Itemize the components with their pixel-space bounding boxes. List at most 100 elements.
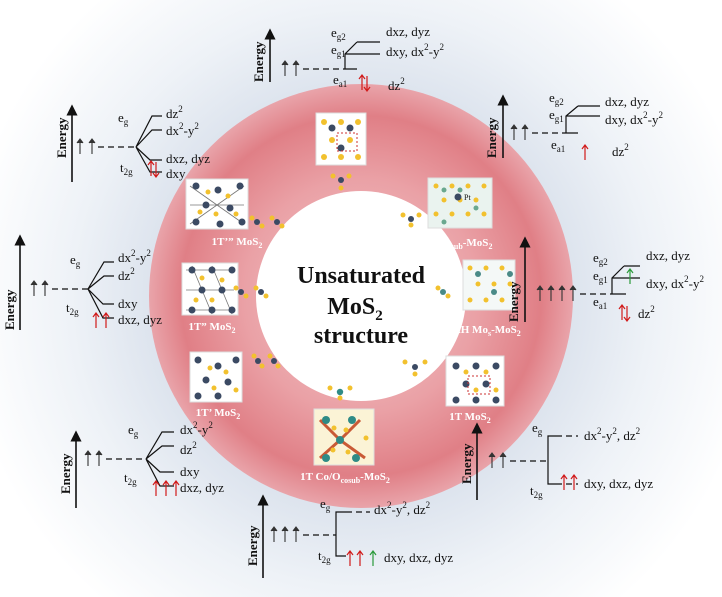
l1c-br: , dz bbox=[617, 428, 636, 443]
svg-text:1T’” MoS2: 1T’” MoS2 bbox=[212, 236, 263, 250]
energy-label-b: Energy bbox=[245, 525, 260, 566]
svg-text:eg2: eg2 bbox=[331, 25, 346, 42]
l2sup-tr: 2 bbox=[643, 110, 648, 120]
eg2-r: e bbox=[593, 250, 599, 265]
structure-1t bbox=[402, 355, 505, 407]
l2b-top: -y bbox=[429, 44, 440, 59]
eg-tl: e bbox=[118, 110, 124, 125]
l1-br: dx bbox=[584, 428, 598, 443]
structure-1tppp bbox=[185, 178, 285, 230]
ea1-r-sub: a1 bbox=[599, 301, 608, 311]
svg-text:dz2: dz2 bbox=[612, 142, 629, 159]
t2g-bl: t bbox=[124, 470, 128, 485]
l3-r: dz bbox=[638, 306, 651, 321]
l3sup-top: 2 bbox=[400, 76, 405, 86]
svg-text:MoS2: MoS2 bbox=[327, 294, 383, 324]
svg-text:eg: eg bbox=[320, 496, 331, 513]
svg-text:1T Co/Ocosub-MoS2: 1T Co/Ocosub-MoS2 bbox=[300, 471, 390, 485]
center-line2-sub: 2 bbox=[375, 308, 383, 324]
svg-text:eg: eg bbox=[70, 252, 81, 269]
eg1-tr-sub: g1 bbox=[555, 114, 564, 124]
label-1t-co-sub2: 2 bbox=[386, 476, 390, 485]
l1sup-br: 2 bbox=[597, 426, 602, 436]
svg-text:1T” MoS2: 1T” MoS2 bbox=[188, 321, 235, 335]
center-line3: structure bbox=[314, 323, 409, 349]
l1b-l: -y bbox=[136, 250, 147, 265]
l2bsup-tr: 2 bbox=[659, 110, 664, 120]
structure-1tp bbox=[189, 351, 281, 403]
l2sup-top: 2 bbox=[424, 42, 429, 52]
arrows-black-l bbox=[30, 280, 49, 296]
pt-atom-label: Pt bbox=[464, 193, 471, 202]
arrows-red-b bbox=[346, 550, 364, 566]
l2b-tl: -y bbox=[184, 123, 195, 138]
l3-bl: dxy bbox=[180, 464, 200, 479]
eg-l: e bbox=[70, 252, 76, 267]
label-2h-mo-sub2: 2 bbox=[517, 329, 521, 338]
label-2h-mo: 2H Mo bbox=[455, 324, 488, 336]
diagram-1t-co: Energy eg t2g dx2-y2, dz2 dxy, dxz, dyz bbox=[245, 494, 453, 578]
l3-tl: dxz, dyz bbox=[166, 151, 210, 166]
l3sup-tr: 2 bbox=[624, 142, 629, 152]
t2g-tl: t bbox=[120, 160, 124, 175]
svg-text:dx2-y2: dx2-y2 bbox=[166, 121, 199, 138]
arrow-red-tr bbox=[581, 144, 589, 160]
label-2h-mo-after: -MoS bbox=[491, 324, 517, 336]
ea1-tr-sub: a1 bbox=[557, 144, 566, 154]
l3-tr: dz bbox=[612, 144, 625, 159]
l2-tl: dx bbox=[166, 123, 180, 138]
label-1t-sub: 2 bbox=[487, 416, 491, 425]
l2sup-tl: 2 bbox=[179, 121, 184, 131]
label-1tp: 1T’ MoS bbox=[196, 407, 236, 419]
eg1-tr: e bbox=[549, 107, 555, 122]
l2-br: dxy, dxz, dyz bbox=[584, 476, 653, 491]
center-line1: Unsaturated bbox=[297, 263, 426, 289]
l2-top: dxy, dx bbox=[386, 44, 425, 59]
energy-label-tl: Energy bbox=[54, 117, 69, 158]
eg-bl: e bbox=[128, 422, 134, 437]
l1-l: dx bbox=[118, 250, 132, 265]
ring-labels: 2H MoS2 2H Ptsub-MoS2 2H Mos-MoS2 1T MoS… bbox=[188, 205, 520, 485]
ea1-r: e bbox=[593, 294, 599, 309]
eg2-tr-sub: g2 bbox=[555, 97, 564, 107]
eg1-top-sub: g1 bbox=[337, 49, 346, 59]
l2-l: dz bbox=[118, 268, 131, 283]
l2-b: dxy, dxz, dyz bbox=[384, 550, 453, 565]
svg-text:dxy, dx2-y2: dxy, dx2-y2 bbox=[646, 274, 704, 291]
arrow-green-r bbox=[626, 268, 634, 284]
label-2h-pt-after: -MoS bbox=[463, 237, 489, 249]
svg-text:dxy, dx2-y2: dxy, dx2-y2 bbox=[386, 42, 444, 59]
svg-text:dz2: dz2 bbox=[166, 104, 183, 121]
l2sup-l: 2 bbox=[130, 266, 135, 276]
l2bsup-tl: 2 bbox=[194, 121, 199, 131]
svg-text:ea1: ea1 bbox=[551, 137, 565, 154]
arrow-green-b bbox=[369, 550, 377, 566]
svg-text:1T MoS2: 1T MoS2 bbox=[449, 411, 490, 425]
t2g-bl-sub: 2g bbox=[128, 477, 138, 487]
eg-b-sub: g bbox=[326, 503, 331, 513]
eg-tl-sub: g bbox=[124, 117, 129, 127]
arrows-black-r bbox=[536, 285, 577, 301]
svg-text:dx2-y2, dz2: dx2-y2, dz2 bbox=[584, 426, 640, 443]
eg2-tr: e bbox=[549, 90, 555, 105]
t2g-l: t bbox=[66, 300, 70, 315]
l3sup-r: 2 bbox=[650, 304, 655, 314]
svg-text:dx2-y2, dz2: dx2-y2, dz2 bbox=[374, 500, 430, 517]
l3-l: dxy bbox=[118, 296, 138, 311]
label-2h-pt: 2H Pt bbox=[424, 237, 452, 249]
l2bsup-r: 2 bbox=[700, 274, 705, 284]
l1b-bl: -y bbox=[198, 422, 209, 437]
t2g-l-sub: 2g bbox=[70, 307, 80, 317]
energy-label-bl: Energy bbox=[58, 453, 73, 494]
structure-1tpp bbox=[181, 262, 269, 316]
label-2h-pt-sub: sub bbox=[451, 242, 464, 251]
t2g-tl-sub: 2g bbox=[124, 167, 134, 177]
svg-text:eg: eg bbox=[118, 110, 129, 127]
eg1-r-sub: g1 bbox=[599, 275, 608, 285]
l1csup-b: 2 bbox=[426, 500, 431, 510]
diagram-2h-pt: Energy eg2 eg1 ea1 dxz, dyz dxy, dx2-y2 … bbox=[484, 90, 663, 160]
svg-text:eg: eg bbox=[532, 420, 543, 437]
l1-r: dxz, dyz bbox=[646, 248, 690, 263]
energy-label-l: Energy bbox=[2, 289, 17, 330]
